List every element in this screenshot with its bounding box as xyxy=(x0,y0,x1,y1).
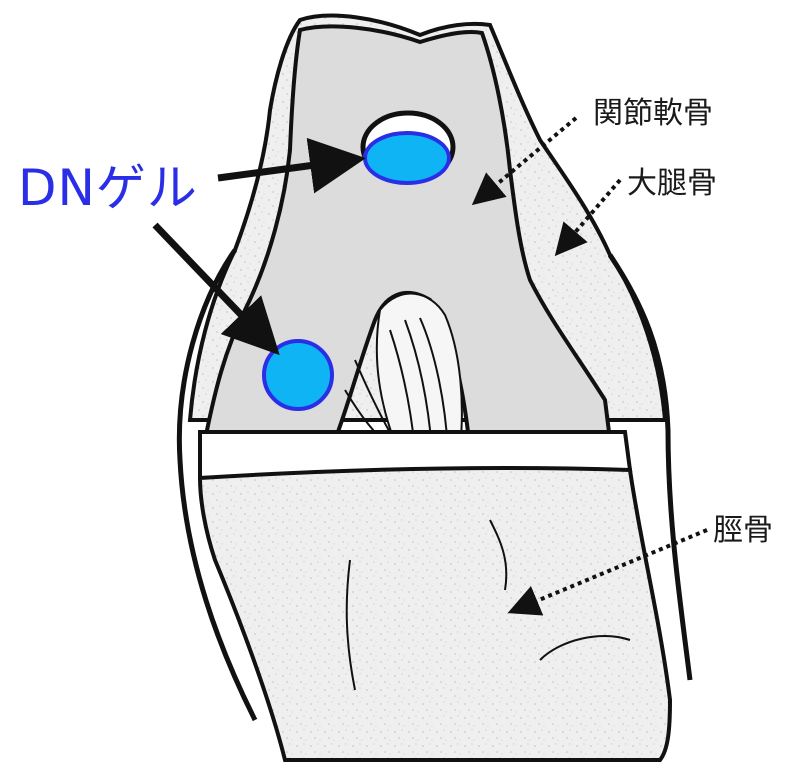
tibia-line xyxy=(539,635,631,661)
gel-arrow-lower xyxy=(152,222,280,356)
femur-label: 大腿骨 xyxy=(627,166,717,201)
articular-cartilage-label: 関節軟骨 xyxy=(593,96,713,131)
gel-arrow-upper xyxy=(217,137,366,194)
cartilage-arrow xyxy=(471,116,578,206)
tibia-label: 脛骨 xyxy=(713,513,773,548)
dn-gel-label: DNゲル xyxy=(18,159,198,217)
tibia-arrow xyxy=(507,528,708,616)
medial-contour xyxy=(176,248,258,722)
gel-dot-lower xyxy=(262,339,334,411)
gel-dot-upper xyxy=(363,131,451,185)
lateral-contour xyxy=(607,253,693,681)
tibia-line xyxy=(345,559,356,691)
tibia-bone xyxy=(197,466,673,762)
tibia-line xyxy=(489,519,508,591)
